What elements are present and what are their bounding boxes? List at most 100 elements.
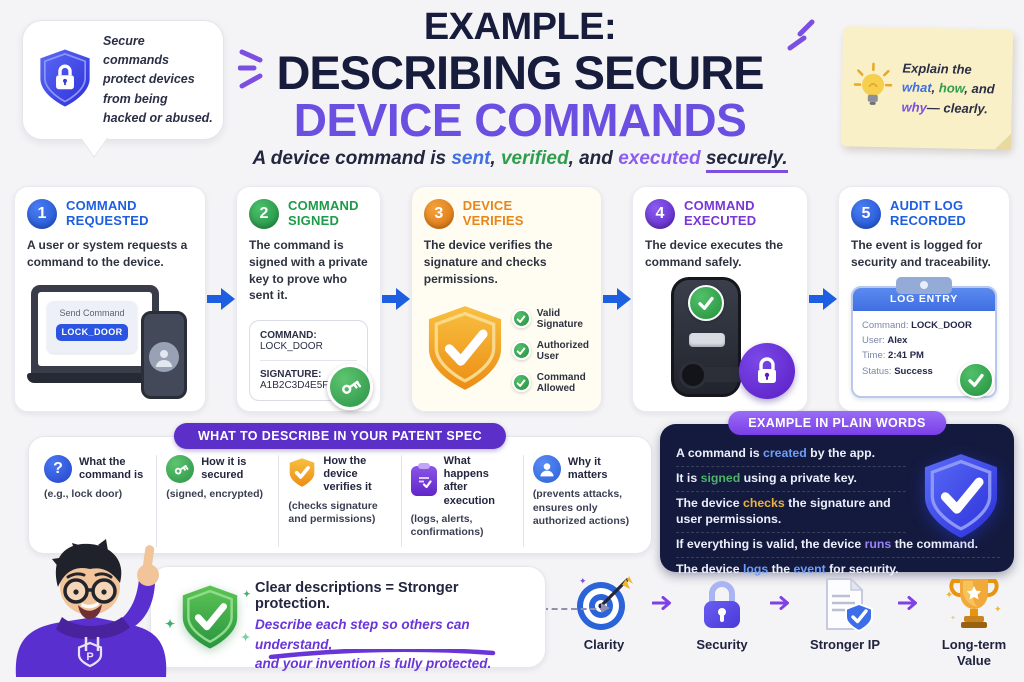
outcomes-row: ✦ Clarity Security xyxy=(556,576,1020,670)
check-item: Command Allowed xyxy=(511,372,589,394)
step-description: The event is logged for security and tra… xyxy=(851,238,991,269)
title-line-1: EXAMPLE: xyxy=(423,6,617,48)
tip-card: ✦ ✦ ✦ Clear descriptions = Stronger prot… xyxy=(150,566,546,671)
shield-lock-icon xyxy=(37,47,93,114)
sparkle-strokes-right xyxy=(786,18,816,57)
key-icon xyxy=(326,364,373,410)
check-item: Valid Signature xyxy=(511,308,589,330)
lock-door-button-graphic: LOCK_DOOR xyxy=(56,324,128,341)
outcome-label: Security xyxy=(696,637,748,652)
plain-words-line: If everything is valid, the device runs … xyxy=(676,537,1000,558)
spec-item-after-execution: What happens after execution (logs, aler… xyxy=(400,455,523,547)
plain-words-pill: EXAMPLE IN PLAIN WORDS xyxy=(728,411,946,435)
check-item: Authorized User xyxy=(511,340,589,362)
log-entry-header: LOG ENTRY xyxy=(853,288,995,311)
send-command-label: Send Command xyxy=(59,308,125,318)
outcome-security: Security xyxy=(674,576,770,653)
plain-words-line: A command is created by the app. xyxy=(676,446,906,467)
green-shield-check-icon xyxy=(179,583,241,656)
sparkle-icon: ✦ xyxy=(241,632,251,644)
log-entry-illustration: LOG ENTRY Command: LOCK_DOOR User: Alex … xyxy=(851,277,997,401)
arrow-right-icon xyxy=(898,596,920,610)
step-number-badge: 5 xyxy=(851,199,881,229)
title-line-2: DESCRIBING SECURE xyxy=(276,46,764,99)
plain-words-line: It is signed using a private key. xyxy=(676,471,906,492)
spec-item-device-verifies: How the device verifies it (checks signa… xyxy=(278,455,400,547)
subtitle: A device command is sent, verified, and … xyxy=(230,148,810,174)
outcome-label: Stronger IP xyxy=(809,637,881,652)
clipboard-clip-icon xyxy=(896,277,952,294)
mascot-character: P xyxy=(0,539,190,682)
lightbulb-icon xyxy=(851,60,894,114)
check-icon xyxy=(511,341,531,360)
step-description: The command is signed with a private key… xyxy=(249,238,368,303)
svg-text:✦: ✦ xyxy=(579,576,587,586)
svg-text:✦: ✦ xyxy=(950,614,956,622)
laptop-phone-illustration: Send Command LOCK_DOOR xyxy=(27,285,193,401)
log-line: Time: 2:41 PM xyxy=(862,350,924,362)
sparkle-icon: ✦ xyxy=(243,589,251,599)
check-icon xyxy=(688,285,724,321)
arrow-right-icon xyxy=(602,186,632,412)
verification-illustration: Valid Signature Authorized User Command … xyxy=(424,302,589,399)
outcome-label: Long-term Value xyxy=(941,637,1007,669)
key-icon xyxy=(166,455,195,483)
sparkle-icon: ✦ xyxy=(165,617,176,631)
patent-spec-pill: WHAT TO DESCRIBE IN YOUR PATENT SPEC xyxy=(173,423,507,449)
svg-text:✦: ✦ xyxy=(945,590,953,601)
spec-item-how-secured: How it is secured (signed, encrypted) xyxy=(156,455,278,547)
smart-lock-illustration xyxy=(645,277,795,401)
spec-item-what-command: ? What the command is (e.g., lock door) xyxy=(44,455,144,500)
trophy-icon: ✦ ✦ ✦ xyxy=(920,576,1024,632)
step-description: The device executes the command safely. xyxy=(645,238,784,269)
spec-item-why-matters: Why it matters (prevents attacks, ensure… xyxy=(522,455,645,547)
shield-check-icon xyxy=(424,302,506,399)
log-line: Status: Success xyxy=(862,365,933,377)
page-title: EXAMPLE: DESCRIBING SECURE DEVICE COMMAN… xyxy=(230,6,810,174)
avatar xyxy=(149,341,179,372)
outcome-long-term-value: ✦ ✦ ✦ Long-term Value xyxy=(920,576,1024,670)
tip-headline: Clear descriptions = Stronger protection… xyxy=(255,580,459,612)
sticky-note: Explain the what, how, and why— clearly. xyxy=(840,26,1014,150)
blue-shield-check-icon xyxy=(920,450,1002,547)
step-description: The device verifies the signature and ch… xyxy=(423,238,553,286)
log-line: User: Alex xyxy=(862,335,908,347)
document-shield-icon xyxy=(792,576,898,632)
tip-detail: Describe each step so others can underst… xyxy=(255,617,492,672)
check-icon xyxy=(511,309,531,328)
dashed-arrow-connector xyxy=(542,603,610,613)
step-number-badge: 3 xyxy=(423,199,454,229)
patent-spec-section: WHAT TO DESCRIBE IN YOUR PATENT SPEC ? W… xyxy=(28,423,652,554)
question-icon: ? xyxy=(44,455,72,483)
user-icon xyxy=(532,455,561,483)
svg-text:P: P xyxy=(86,651,93,663)
underline-swoosh xyxy=(267,646,497,664)
padlock-icon xyxy=(739,343,795,399)
sparkle-strokes-left xyxy=(237,48,266,95)
check-icon xyxy=(958,362,994,398)
svg-text:✦: ✦ xyxy=(994,604,1002,614)
title-line-3: DEVICE COMMANDS xyxy=(293,94,747,146)
plain-words-section: EXAMPLE IN PLAIN WORDS A command is crea… xyxy=(660,411,1014,576)
outcome-clarity: ✦ Clarity xyxy=(556,576,652,653)
log-line: Command: LOCK_DOOR xyxy=(862,320,972,331)
log-entry-card: LOG ENTRY Command: LOCK_DOOR User: Alex … xyxy=(851,286,997,398)
signed-command-card: COMMAND: LOCK_DOOR SIGNATURE: A1B2C3D4E5… xyxy=(249,320,373,410)
plain-words-line: The device logs the event for security. xyxy=(676,561,899,576)
intro-speech-bubble: Secure commands protect devices from bei… xyxy=(22,20,224,140)
arrow-right-icon xyxy=(808,186,838,412)
outcome-stronger-ip: Stronger IP xyxy=(792,576,898,653)
step-description: A user or system requests a command to t… xyxy=(27,238,188,269)
